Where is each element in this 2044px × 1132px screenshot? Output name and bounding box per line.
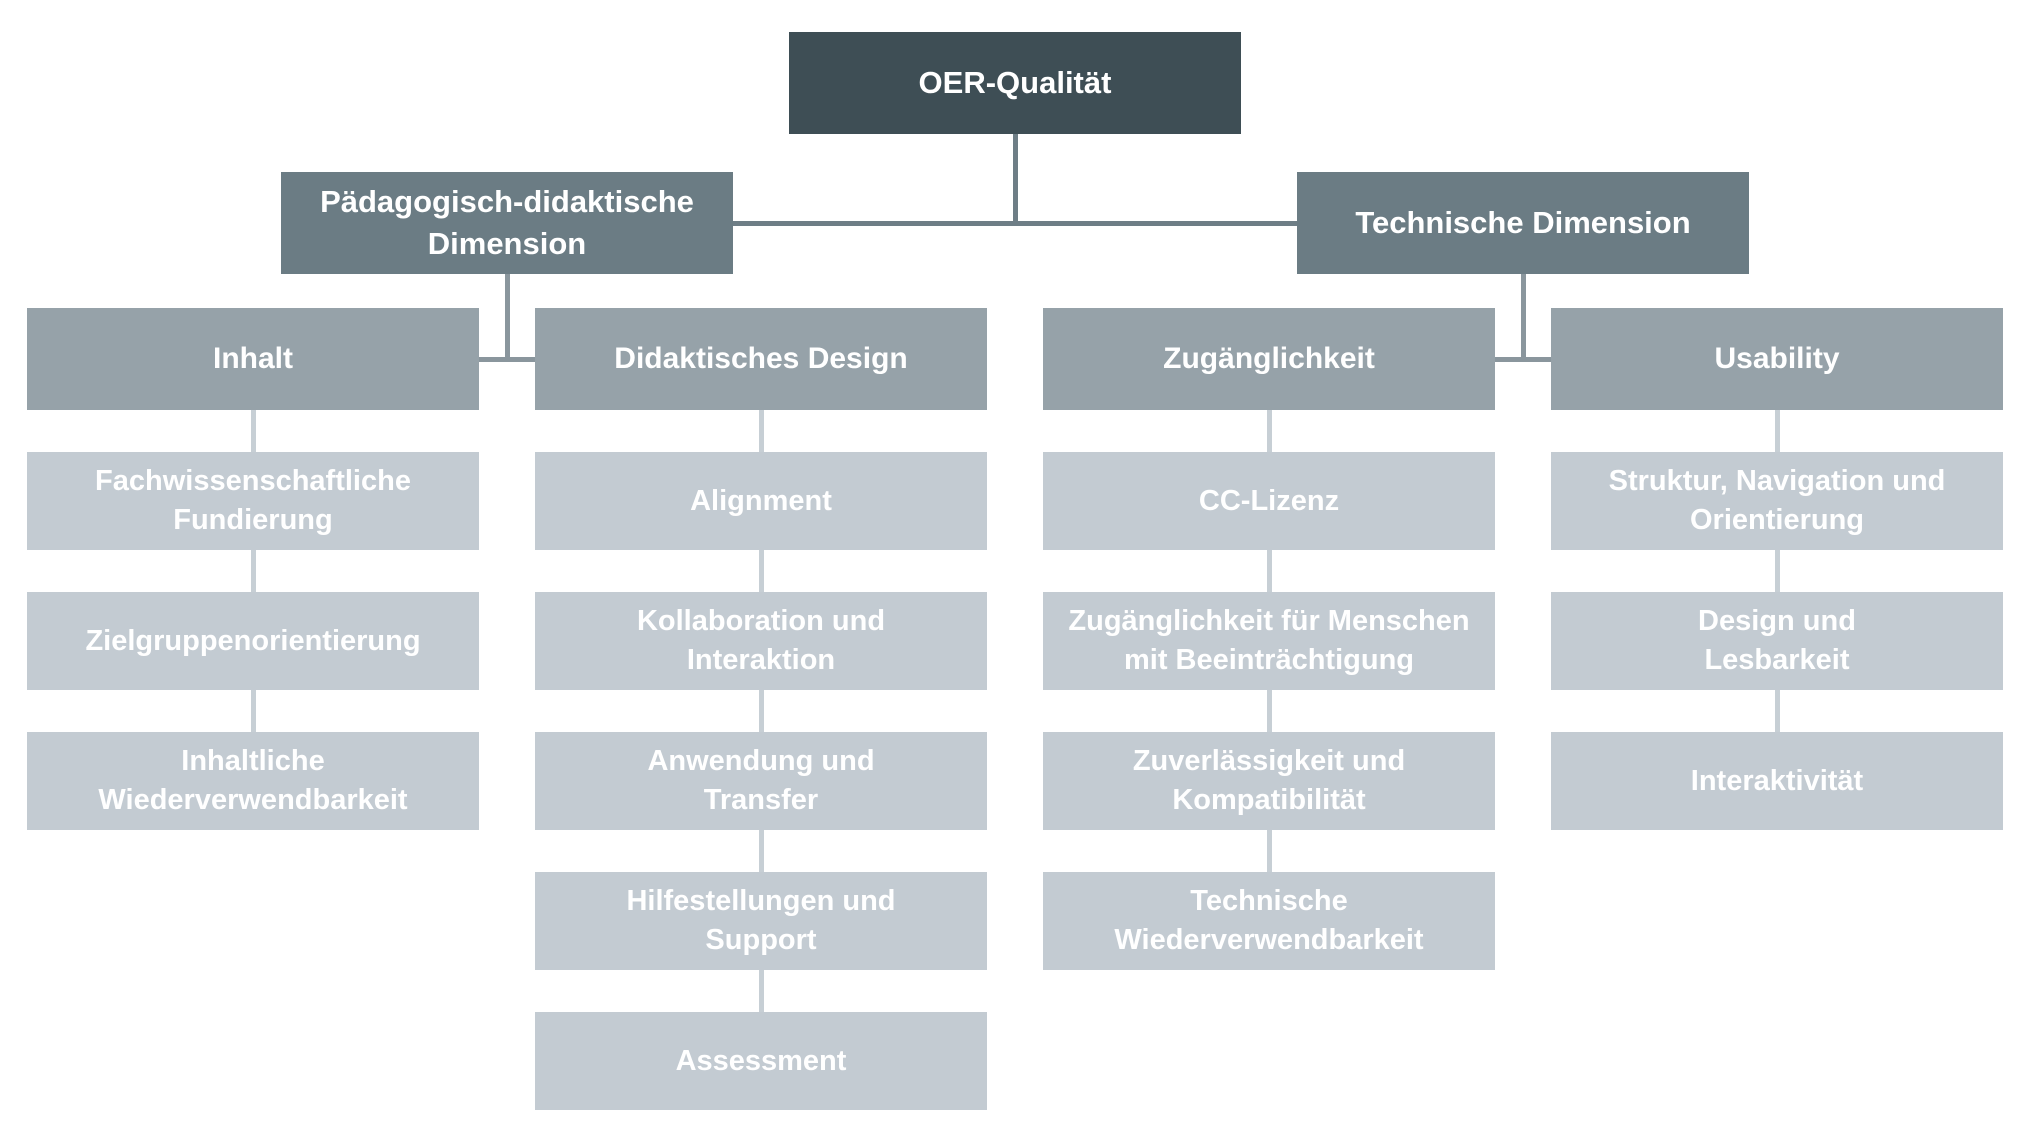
connector-vertical [1774, 550, 1780, 595]
connector-vertical [758, 410, 764, 455]
connector-vertical [504, 274, 510, 362]
node-struktur-navigation-und-orientierung-label: Struktur, Navigation und Orientierung [1608, 465, 1946, 536]
connector-vertical [1774, 690, 1780, 735]
connector-vertical [1774, 410, 1780, 455]
node-technische-dimension-label: Technische Dimension [1355, 205, 1691, 241]
node-zielgruppenorientierung: Zielgruppenorientierung [27, 592, 479, 690]
node-zuverlaessigkeit-und-kompatibilitaet-label: Zuverlässigkeit und Kompatibilität [1132, 745, 1406, 816]
connector-horizontal [733, 220, 1297, 226]
node-kollaboration-und-interaktion: Kollaboration und Interaktion [535, 592, 987, 690]
node-hilfestellungen-und-support-label: Hilfestellungen und Support [626, 885, 896, 956]
node-struktur-navigation-und-orientierung: Struktur, Navigation und Orientierung [1551, 452, 2003, 550]
node-inhaltliche-wiederverwendbarkeit-label: Inhaltliche Wiederverwendbarkeit [98, 745, 408, 816]
node-cc-lizenz-label: CC-Lizenz [1198, 484, 1340, 517]
node-inhaltliche-wiederverwendbarkeit: Inhaltliche Wiederverwendbarkeit [27, 732, 479, 830]
connector-vertical [758, 970, 764, 1015]
connector-vertical [1520, 274, 1526, 362]
node-assessment-label: Assessment [675, 1044, 847, 1077]
node-fachwissenschaftliche-fundierung-label: Fachwissenschaftliche Fundierung [95, 465, 411, 536]
node-inhalt-label: Inhalt [213, 341, 293, 375]
node-zugaenglichkeit: Zugänglichkeit [1043, 308, 1495, 410]
connector-vertical [1266, 830, 1272, 875]
node-interaktivitaet: Interaktivität [1551, 732, 2003, 830]
connector-horizontal [479, 356, 535, 362]
node-paedagogisch-didaktische-dimension: Pädagogisch-didaktische Dimension [281, 172, 733, 274]
node-alignment: Alignment [535, 452, 987, 550]
node-paedagogisch-didaktische-dimension-label: Pädagogisch-didaktische Dimension [320, 184, 694, 261]
node-fachwissenschaftliche-fundierung: Fachwissenschaftliche Fundierung [27, 452, 479, 550]
node-design-und-lesbarkeit: Design und Lesbarkeit [1551, 592, 2003, 690]
node-kollaboration-und-interaktion-label: Kollaboration und Interaktion [636, 605, 886, 676]
node-didaktisches-design: Didaktisches Design [535, 308, 987, 410]
node-alignment-label: Alignment [690, 484, 832, 517]
node-usability-label: Usability [1714, 341, 1840, 375]
node-didaktisches-design-label: Didaktisches Design [614, 341, 908, 375]
node-zuverlaessigkeit-und-kompatibilitaet: Zuverlässigkeit und Kompatibilität [1043, 732, 1495, 830]
connector-vertical [758, 690, 764, 735]
node-assessment: Assessment [535, 1012, 987, 1110]
node-oer-qualitaet-label: OER-Qualität [918, 65, 1112, 101]
node-inhalt: Inhalt [27, 308, 479, 410]
node-usability: Usability [1551, 308, 2003, 410]
connector-horizontal [1495, 356, 1551, 362]
node-zugaenglichkeit-label: Zugänglichkeit [1163, 341, 1375, 375]
connector-vertical [1266, 690, 1272, 735]
connector-vertical [758, 830, 764, 875]
node-zugaenglichkeit-fuer-menschen-mit-beeintraechtigung: Zugänglichkeit für Menschen mit Beeinträ… [1043, 592, 1495, 690]
node-zugaenglichkeit-fuer-menschen-mit-beeintraechtigung-label: Zugänglichkeit für Menschen mit Beeinträ… [1068, 605, 1470, 676]
node-design-und-lesbarkeit-label: Design und Lesbarkeit [1698, 605, 1856, 676]
connector-vertical [250, 410, 256, 455]
node-oer-qualitaet: OER-Qualität [789, 32, 1241, 134]
connector-vertical [758, 550, 764, 595]
connector-vertical [1012, 134, 1018, 226]
connector-vertical [250, 550, 256, 595]
node-technische-wiederverwendbarkeit: Technische Wiederverwendbarkeit [1043, 872, 1495, 970]
node-zielgruppenorientierung-label: Zielgruppenorientierung [85, 624, 421, 657]
connector-vertical [250, 690, 256, 735]
node-anwendung-und-transfer-label: Anwendung und Transfer [647, 745, 875, 816]
node-interaktivitaet-label: Interaktivität [1690, 764, 1864, 797]
node-cc-lizenz: CC-Lizenz [1043, 452, 1495, 550]
node-technische-wiederverwendbarkeit-label: Technische Wiederverwendbarkeit [1114, 885, 1424, 956]
node-anwendung-und-transfer: Anwendung und Transfer [535, 732, 987, 830]
connector-vertical [1266, 410, 1272, 455]
connector-vertical [1266, 550, 1272, 595]
node-hilfestellungen-und-support: Hilfestellungen und Support [535, 872, 987, 970]
node-technische-dimension: Technische Dimension [1297, 172, 1749, 274]
